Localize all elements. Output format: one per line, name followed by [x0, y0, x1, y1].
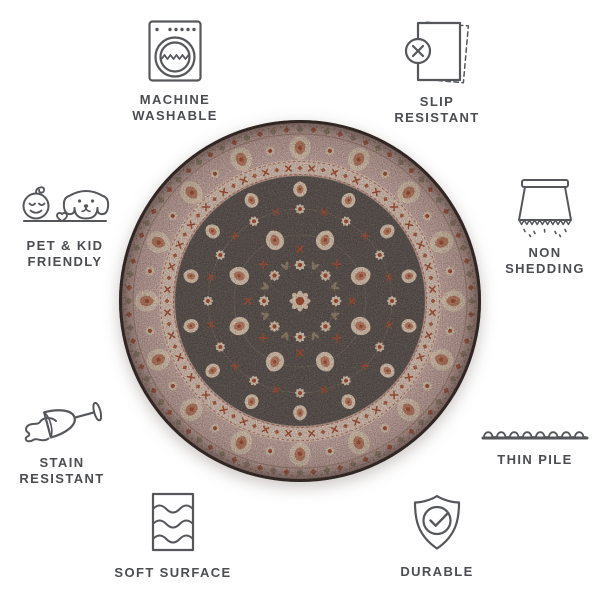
feature-label-line-1: NON	[528, 245, 562, 260]
feature-label: SLIP RESISTANT	[394, 94, 479, 126]
feature-label-line-2: FRIENDLY	[27, 254, 103, 269]
feature-label-line-1: SLIP	[419, 94, 455, 109]
feature-label-line-1: DURABLE	[400, 564, 474, 579]
feature-label: NON SHEDDING	[505, 245, 585, 277]
feature-label-line-1: SOFT SURFACE	[114, 565, 232, 580]
feature-label: THIN PILE	[497, 452, 572, 468]
feature-slip-resistant: SLIP RESISTANT	[357, 14, 517, 126]
round-rug-graphic	[119, 120, 481, 482]
feature-pet-kid-friendly: PET & KID FRIENDLY	[0, 176, 142, 270]
thin-pile-icon	[481, 431, 589, 440]
feature-label-line-2: RESISTANT	[19, 471, 105, 486]
feature-label: MACHINE WASHABLE	[132, 92, 218, 124]
feature-machine-washable: MACHINE WASHABLE	[95, 20, 255, 124]
feature-soft-surface: SOFT SURFACE	[93, 492, 253, 581]
feature-label: STAIN RESISTANT	[19, 455, 104, 487]
soft-surface-icon	[151, 492, 195, 552]
feature-non-shedding: NON SHEDDING	[465, 178, 600, 277]
washing-machine-icon	[148, 20, 202, 82]
feature-label-line-2: SHEDDING	[505, 261, 585, 276]
feature-label-line-1: PET & KID	[26, 238, 104, 253]
rug-image	[119, 120, 481, 482]
feature-label-line-2: RESISTANT	[394, 110, 480, 125]
slip-resistant-icon	[404, 21, 470, 84]
feature-label: DURABLE	[400, 564, 473, 580]
feature-label-line-1: STAIN	[39, 455, 85, 470]
spilled-glass-icon	[24, 401, 103, 443]
feature-label-line-2: WASHABLE	[132, 108, 218, 123]
rug-fringe-icon	[518, 179, 572, 238]
feature-label-line-1: MACHINE	[139, 92, 211, 107]
baby-and-dog-icon	[22, 186, 110, 223]
feature-label-line-1: THIN PILE	[497, 452, 573, 467]
feature-label: PET & KID FRIENDLY	[27, 238, 104, 270]
feature-thin-pile: THIN PILE	[455, 424, 600, 468]
feature-durable: DURABLE	[357, 490, 517, 580]
feature-stain-resistant: STAIN RESISTANT	[0, 396, 138, 487]
shield-check-icon	[413, 494, 461, 550]
feature-label: SOFT SURFACE	[114, 565, 231, 581]
